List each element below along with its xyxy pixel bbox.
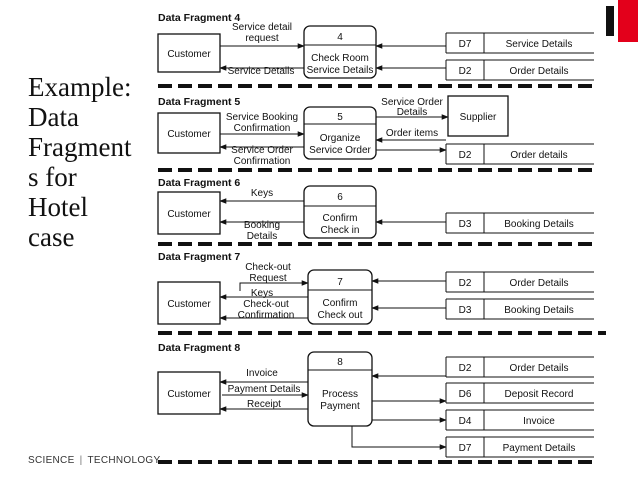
fragment-5-store-d2-id: D2: [459, 150, 472, 161]
fragment-8-store-d7-name: Payment Details: [503, 443, 576, 454]
fragment-5-process-name-1: Organize: [320, 133, 361, 144]
fragment-7-flow-request-label-2: Request: [249, 273, 286, 284]
fragment-4-process-id: 4: [337, 32, 343, 43]
fragment-8-store-d4-id: D4: [459, 416, 472, 427]
fragment-7-flow-request: [239, 280, 309, 291]
slide-title: Example: Data Fragment s for Hotel case: [28, 72, 132, 252]
fragment-7-process-id: 7: [337, 277, 343, 288]
accent-corner-mark: [606, 6, 614, 36]
fragment-8-process-name-2: Payment: [320, 401, 360, 412]
fragment-4-flow-details-label: Service Details: [228, 66, 295, 77]
fragment-7-customer-label: Customer: [167, 299, 211, 310]
fragment-4-store-d7: D7 Service Details: [445, 32, 594, 54]
fragment-5-flow-order-details-label-2: Details: [397, 107, 428, 118]
fragment-8-store-d2-id: D2: [459, 363, 472, 374]
fragment-7-store-d2-id: D2: [459, 278, 472, 289]
fragment-5-store-d2-name: Order details: [510, 150, 567, 161]
fragment-5-customer-entity: [157, 112, 221, 154]
fragment-4-store-d7-name: Service Details: [506, 39, 573, 50]
fragment-8-store-d4: D4 Invoice: [445, 409, 594, 431]
fragment-4-process-name-1: Check Room: [311, 53, 369, 64]
fragment-7-flow-request-label-1: Check-out: [245, 262, 291, 273]
fragment-6-process-id: 6: [337, 192, 343, 203]
fragment-6-store-d3: D3 Booking Details: [445, 212, 594, 234]
fragment-8-flow-payment-label: Payment Details: [228, 384, 301, 395]
footer: SCIENCE | TECHNOLOGY: [28, 455, 160, 466]
fragment-5-store-d2: D2 Order details: [445, 143, 594, 165]
footer-science: SCIENCE: [28, 455, 75, 466]
fragment-6-title: Data Fragment 6: [158, 177, 240, 189]
fragment-5-flow-order-details-label-1: Service Order: [381, 97, 443, 108]
fragment-5-process-name-2: Service Order: [309, 145, 371, 156]
fragment-4-store-d2-id: D2: [459, 66, 472, 77]
fragment-8-store-d7: D7 Payment Details: [445, 436, 594, 458]
fragment-5-customer-label: Customer: [167, 129, 211, 140]
fragment-8-store-d6: D6 Deposit Record: [445, 382, 594, 404]
fragment-4-process: [303, 25, 377, 79]
fragment-7-process-name-2: Check out: [317, 310, 362, 321]
fragment-6-customer-entity: [157, 191, 221, 235]
fragment-8-store-d2: D2 Order Details: [445, 356, 594, 378]
fragment-5-process-id: 5: [337, 112, 343, 123]
fragment-7-process-name-1: Confirm: [322, 298, 357, 309]
fragment-5-title: Data Fragment 5: [158, 96, 240, 108]
fragment-5-flow-booking-label-2: Confirmation: [234, 123, 291, 134]
fragment-4-store-d2: D2 Order Details: [445, 59, 594, 81]
fragment-7: Data Fragment 7 Customer 7 Confirm Check…: [157, 251, 594, 325]
fragment-7-customer-entity: [157, 281, 221, 325]
fragment-4-flow-request-label-1: Service detail: [232, 22, 292, 33]
accent-bar: [618, 0, 638, 42]
fragment-6-process: [303, 185, 377, 239]
fragment-8: Data Fragment 8 Customer 8 Process Payme…: [157, 342, 594, 458]
fragment-7-flow-confirmation-label-1: Check-out: [243, 299, 289, 310]
footer-separator: |: [79, 455, 83, 466]
fragment-8-flow-receipt-label: Receipt: [247, 399, 281, 410]
footer-technology: TECHNOLOGY: [87, 455, 161, 466]
fragment-8-store-d6-id: D6: [459, 389, 472, 400]
fragment-6-flow-booking-label-2: Details: [247, 231, 278, 242]
fragment-6-process-name-1: Confirm: [322, 213, 357, 224]
fragment-4-store-d2-name: Order Details: [510, 66, 569, 77]
fragment-7-title: Data Fragment 7: [158, 251, 240, 263]
fragment-4-customer-entity: [157, 33, 221, 73]
fragment-8-process-id: 8: [337, 357, 343, 368]
fragment-5-flow-order-confirmation-label-2: Confirmation: [234, 156, 291, 167]
fragment-7-store-d2-name: Order Details: [510, 278, 569, 289]
fragment-5-supplier-label: Supplier: [460, 112, 497, 123]
fragment-4-flow-request-label-2: request: [245, 33, 279, 44]
fragment-8-flow-invoice-label: Invoice: [246, 368, 278, 379]
fragment-5-flow-order-items-label: Order items: [386, 128, 438, 139]
fragment-8-store-d7-id: D7: [459, 443, 472, 454]
fragment-7-flow-confirmation-label-2: Confirmation: [238, 310, 295, 321]
fragment-8-flow-d7: [351, 426, 447, 450]
fragment-7-store-d3-name: Booking Details: [504, 305, 573, 316]
fragment-6-process-name-2: Check in: [321, 225, 360, 236]
fragment-8-store-d2-name: Order Details: [510, 363, 569, 374]
fragment-4-customer-label: Customer: [167, 49, 211, 60]
fragment-6-store-d3-id: D3: [459, 219, 472, 230]
fragment-4-store-d7-id: D7: [459, 39, 472, 50]
fragment-6-customer-label: Customer: [167, 209, 211, 220]
fragment-5-flow-booking-label-1: Service Booking: [226, 112, 298, 123]
fragment-4-title: Data Fragment 4: [158, 12, 240, 24]
fragment-7-store-d3: D3 Booking Details: [445, 298, 594, 320]
fragment-4-process-name-2: Service Details: [307, 65, 374, 76]
fragment-7-store-d2: D2 Order Details: [445, 271, 594, 293]
fragment-8-store-d4-name: Invoice: [523, 416, 555, 427]
fragment-6-store-d3-name: Booking Details: [504, 219, 573, 230]
fragment-8-customer-entity: [157, 371, 221, 415]
fragment-6: Data Fragment 6 Customer 6 Confirm Check…: [157, 177, 594, 242]
fragment-5-flow-order-confirmation-label-1: Service Order: [231, 145, 293, 156]
fragment-8-customer-label: Customer: [167, 389, 211, 400]
fragment-8-process-name-1: Process: [322, 389, 358, 400]
fragment-6-flow-keys-label: Keys: [251, 188, 273, 199]
fragment-6-flow-booking-label-1: Booking: [244, 220, 280, 231]
fragment-8-store-d6-name: Deposit Record: [505, 389, 574, 400]
fragment-4: Data Fragment 4 Customer 4 Check Room Se…: [157, 12, 594, 81]
fragment-7-flow-keys-label: Keys: [251, 288, 273, 299]
fragment-8-title: Data Fragment 8: [158, 342, 240, 354]
fragment-5: Data Fragment 5 Customer 5 Organize Serv…: [157, 95, 594, 167]
fragment-7-store-d3-id: D3: [459, 305, 472, 316]
